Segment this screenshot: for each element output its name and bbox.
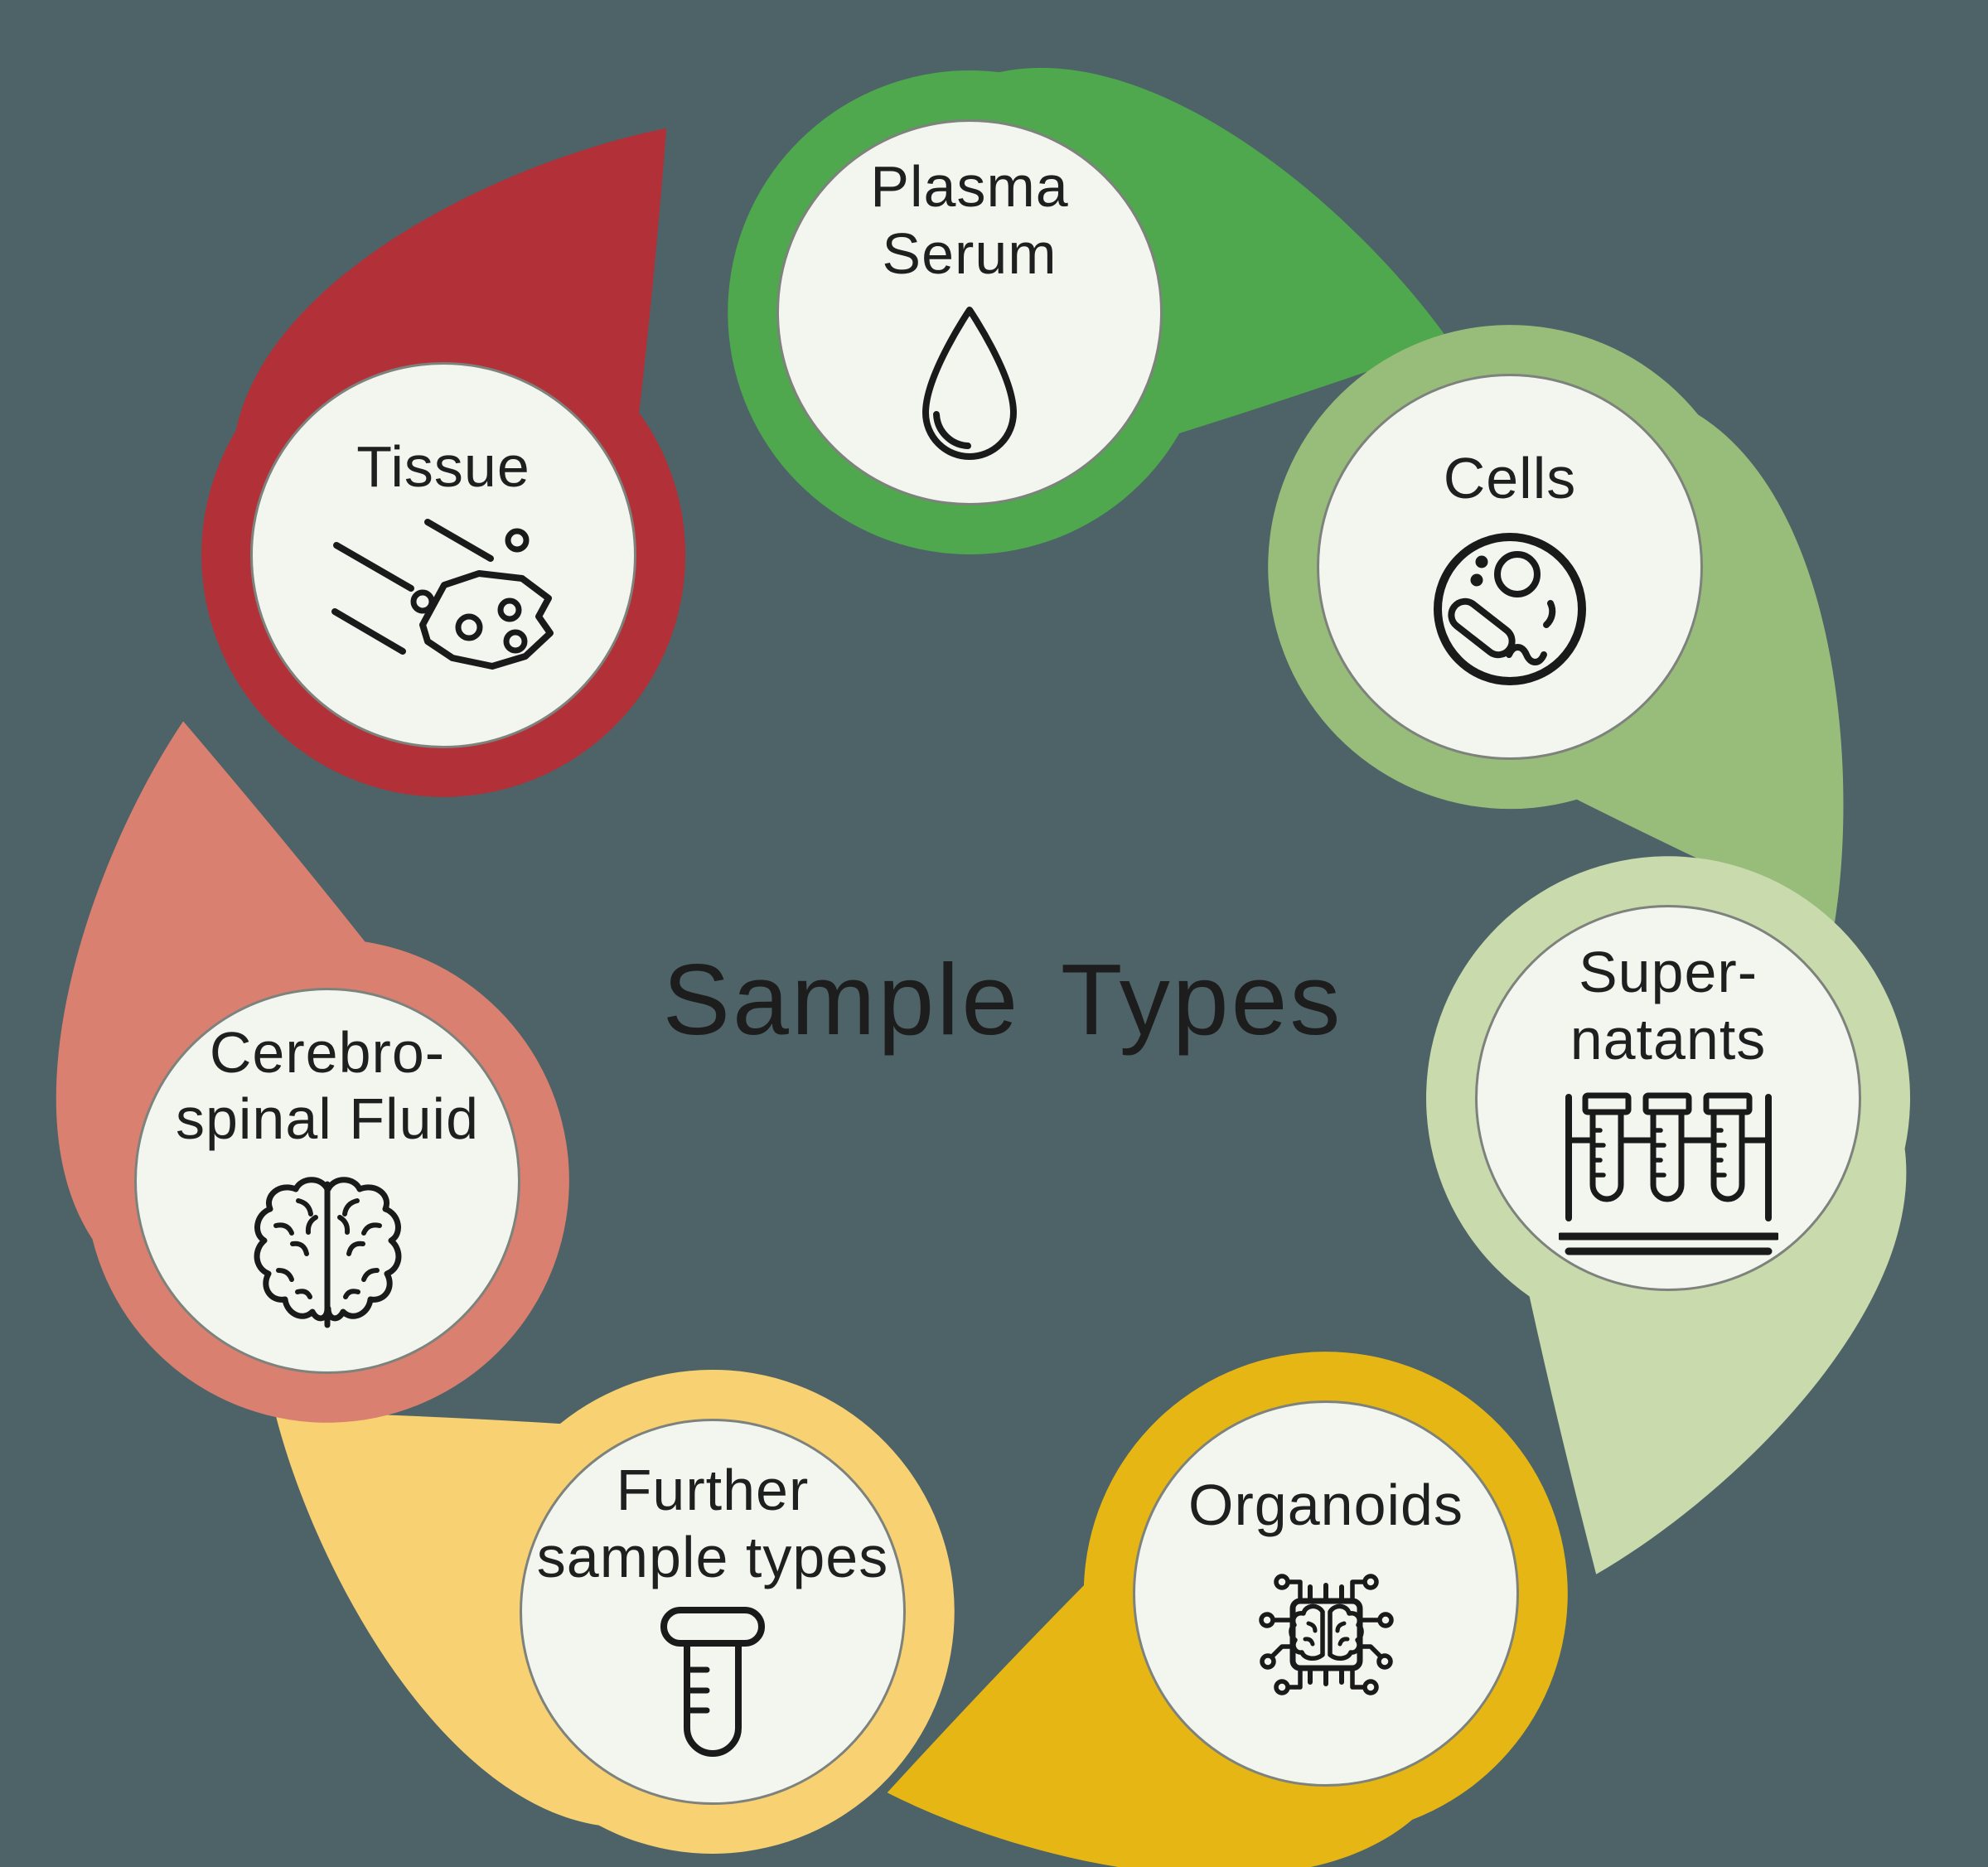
sample-label: Super- natants [1570,940,1767,1071]
sample-circle-tissue: Tissue [250,362,636,748]
sample-circle-organoids: Organoids [1133,1400,1519,1787]
sample-label: Tissue [356,434,530,500]
tissue-icon [331,518,554,670]
sample-label: Cells [1443,446,1577,511]
sample-label: Cerebro- spinal Fluid [175,1019,480,1152]
brain-icon [254,1176,401,1328]
sample-circle-cerebrospinal-fluid: Cerebro- spinal Fluid [134,988,520,1374]
sample-label: Plasma Serum [870,154,1069,286]
sample-circle-cells: Cells [1317,374,1703,760]
sample-tube-icon [660,1607,765,1757]
test-tube-rack-icon [1558,1092,1778,1255]
sample-circle-further-sample-types: Further sample types [520,1419,906,1805]
sample-circle-plasma-serum: Plasma Serum [776,119,1163,505]
cell-culture-icon [1433,532,1586,685]
page-title: Sample Types [662,943,1343,1056]
droplet-icon [922,307,1017,460]
sample-circle-supernatants: Super- natants [1475,905,1861,1291]
brain-chip-icon [1258,1574,1394,1695]
sample-label: Further sample types [536,1458,889,1589]
sample-label: Organoids [1188,1473,1463,1538]
